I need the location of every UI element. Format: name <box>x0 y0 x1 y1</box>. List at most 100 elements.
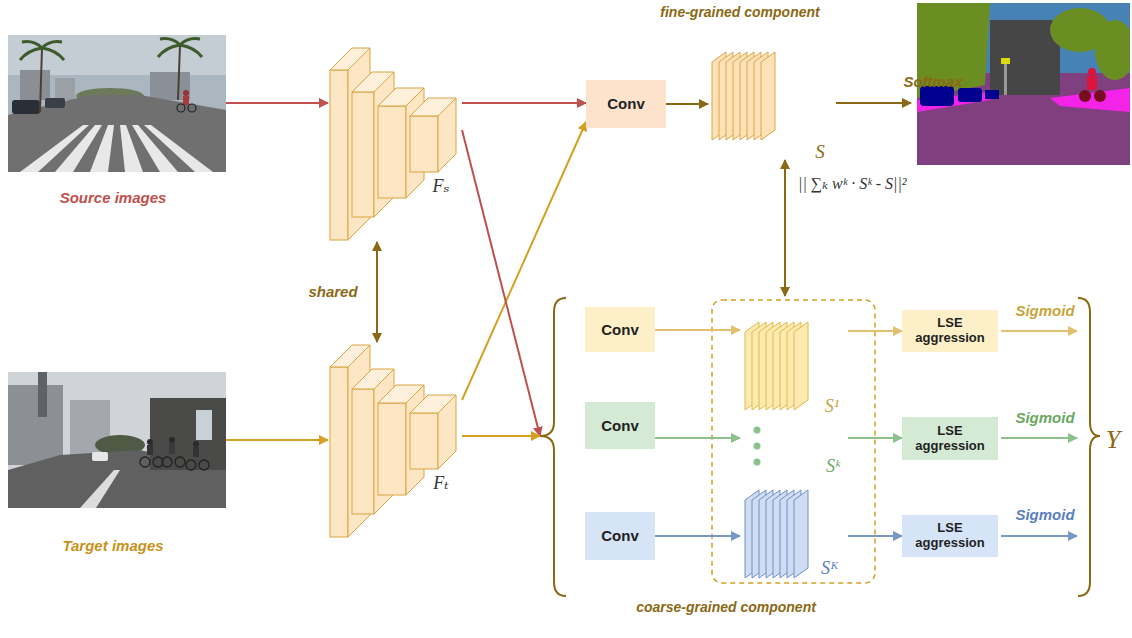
connector-arrow <box>462 102 586 104</box>
connector-arrow <box>462 122 586 400</box>
target-photo <box>150 398 226 470</box>
conv-box: Conv <box>585 402 655 449</box>
node-text: Source images <box>60 189 167 206</box>
source-photo <box>188 104 196 112</box>
connector-arrow <box>655 535 740 537</box>
target-photo <box>175 457 185 467</box>
node-text: Conv <box>601 527 639 544</box>
source-photo <box>183 90 189 96</box>
source-photo <box>55 78 75 100</box>
annotation-text: Sigmoid <box>1015 506 1074 523</box>
annotation-text: fine-grained component <box>660 4 819 20</box>
node-text: S¹ <box>825 396 839 417</box>
node-text: Conv <box>601 321 639 338</box>
target-photo <box>169 443 175 454</box>
source-photo <box>150 72 190 100</box>
node-text: LSE aggression <box>908 424 992 454</box>
source-photo <box>177 104 185 112</box>
source-photo <box>183 96 189 105</box>
target-photo <box>199 460 209 470</box>
feature-stacks <box>712 52 808 578</box>
conv-box: Conv <box>585 512 655 560</box>
source-photo <box>144 125 213 172</box>
target-photo <box>140 457 150 467</box>
target-photo <box>147 445 153 455</box>
target-photo <box>38 372 47 417</box>
node-text: S <box>815 141 825 163</box>
ellipsis-dot <box>754 443 761 450</box>
source-photo <box>178 45 180 100</box>
annotation-text: Y <box>1106 425 1120 455</box>
connector-arrow <box>226 439 328 441</box>
sigmoid-arrow <box>1001 437 1077 439</box>
lse-box: LSE aggression <box>902 515 998 557</box>
connector-arrow <box>848 535 902 537</box>
source-photo <box>45 98 65 108</box>
target-photo <box>193 441 199 447</box>
segmentation-output <box>1001 58 1010 64</box>
node-text: LSE aggression <box>908 316 992 346</box>
segmentation-output <box>1095 20 1130 80</box>
fine-stack <box>712 52 775 140</box>
score-map-stack: S¹ <box>740 315 848 418</box>
ellipsis-dot <box>754 459 761 466</box>
lse-box: LSE aggression <box>902 310 998 352</box>
sigmoid-arrow <box>1001 535 1077 537</box>
connector-arrow <box>655 329 740 331</box>
right-brace <box>1078 298 1100 596</box>
target-photo <box>147 439 153 445</box>
connector-arrow <box>462 435 540 437</box>
source-photo <box>8 35 226 172</box>
segmentation-output <box>1004 60 1007 95</box>
source-photo <box>8 35 226 172</box>
segmentation-output <box>985 90 999 99</box>
connector-arrow <box>226 102 328 104</box>
segmentation-output <box>1079 90 1091 102</box>
node-text: coarse-grained component <box>636 599 816 615</box>
connector-arrow <box>462 130 540 436</box>
edge-label-text: || ∑ₖ wᵏ · Sᵏ - S||² <box>796 175 909 193</box>
node-text: Conv <box>607 95 645 112</box>
node-text: Sᴷ <box>821 558 839 579</box>
target-encoder <box>330 345 456 537</box>
connector-arrow <box>666 103 708 105</box>
target-photo <box>169 437 175 443</box>
source-photo <box>40 48 42 112</box>
conv-box: Conv <box>585 307 655 352</box>
node-text: Sᵏ <box>826 456 840 477</box>
target-photo <box>8 372 226 508</box>
target-photo <box>162 457 172 467</box>
dashed-group <box>712 300 875 583</box>
annotation-text: Softmax <box>903 73 962 90</box>
encoder: Fₛ <box>328 45 462 242</box>
target-photo <box>8 372 226 508</box>
target-image: Target images <box>8 372 226 556</box>
source-photo <box>20 42 64 60</box>
target-photo <box>186 460 196 470</box>
node-text: LSE aggression <box>908 521 992 551</box>
score-map-stack: Sᴷ <box>740 484 848 583</box>
target-photo <box>196 410 212 440</box>
left-brace <box>540 298 566 596</box>
target-photo <box>80 470 120 508</box>
source-photo <box>158 39 202 57</box>
source-photo <box>20 70 50 100</box>
encoder: Fₜ <box>328 342 462 539</box>
segmentation-output <box>1087 76 1097 90</box>
lse-box: LSE aggression <box>902 417 998 460</box>
segmentation-output <box>990 20 1060 95</box>
node-text: Target images <box>62 537 163 554</box>
annotation-text: Sigmoid <box>1015 302 1074 319</box>
source-encoder <box>330 48 456 240</box>
segmentation-output <box>1094 90 1106 102</box>
softmax-arrow <box>836 102 911 104</box>
target-photo <box>193 447 199 457</box>
segmentation-output <box>1050 88 1130 112</box>
score-map-stack: Sᵏ <box>740 420 848 478</box>
node-text: Fₜ <box>433 473 448 494</box>
source-image: Source images <box>8 35 226 210</box>
connector-arrow <box>784 160 786 296</box>
node-text: Conv <box>601 417 639 434</box>
